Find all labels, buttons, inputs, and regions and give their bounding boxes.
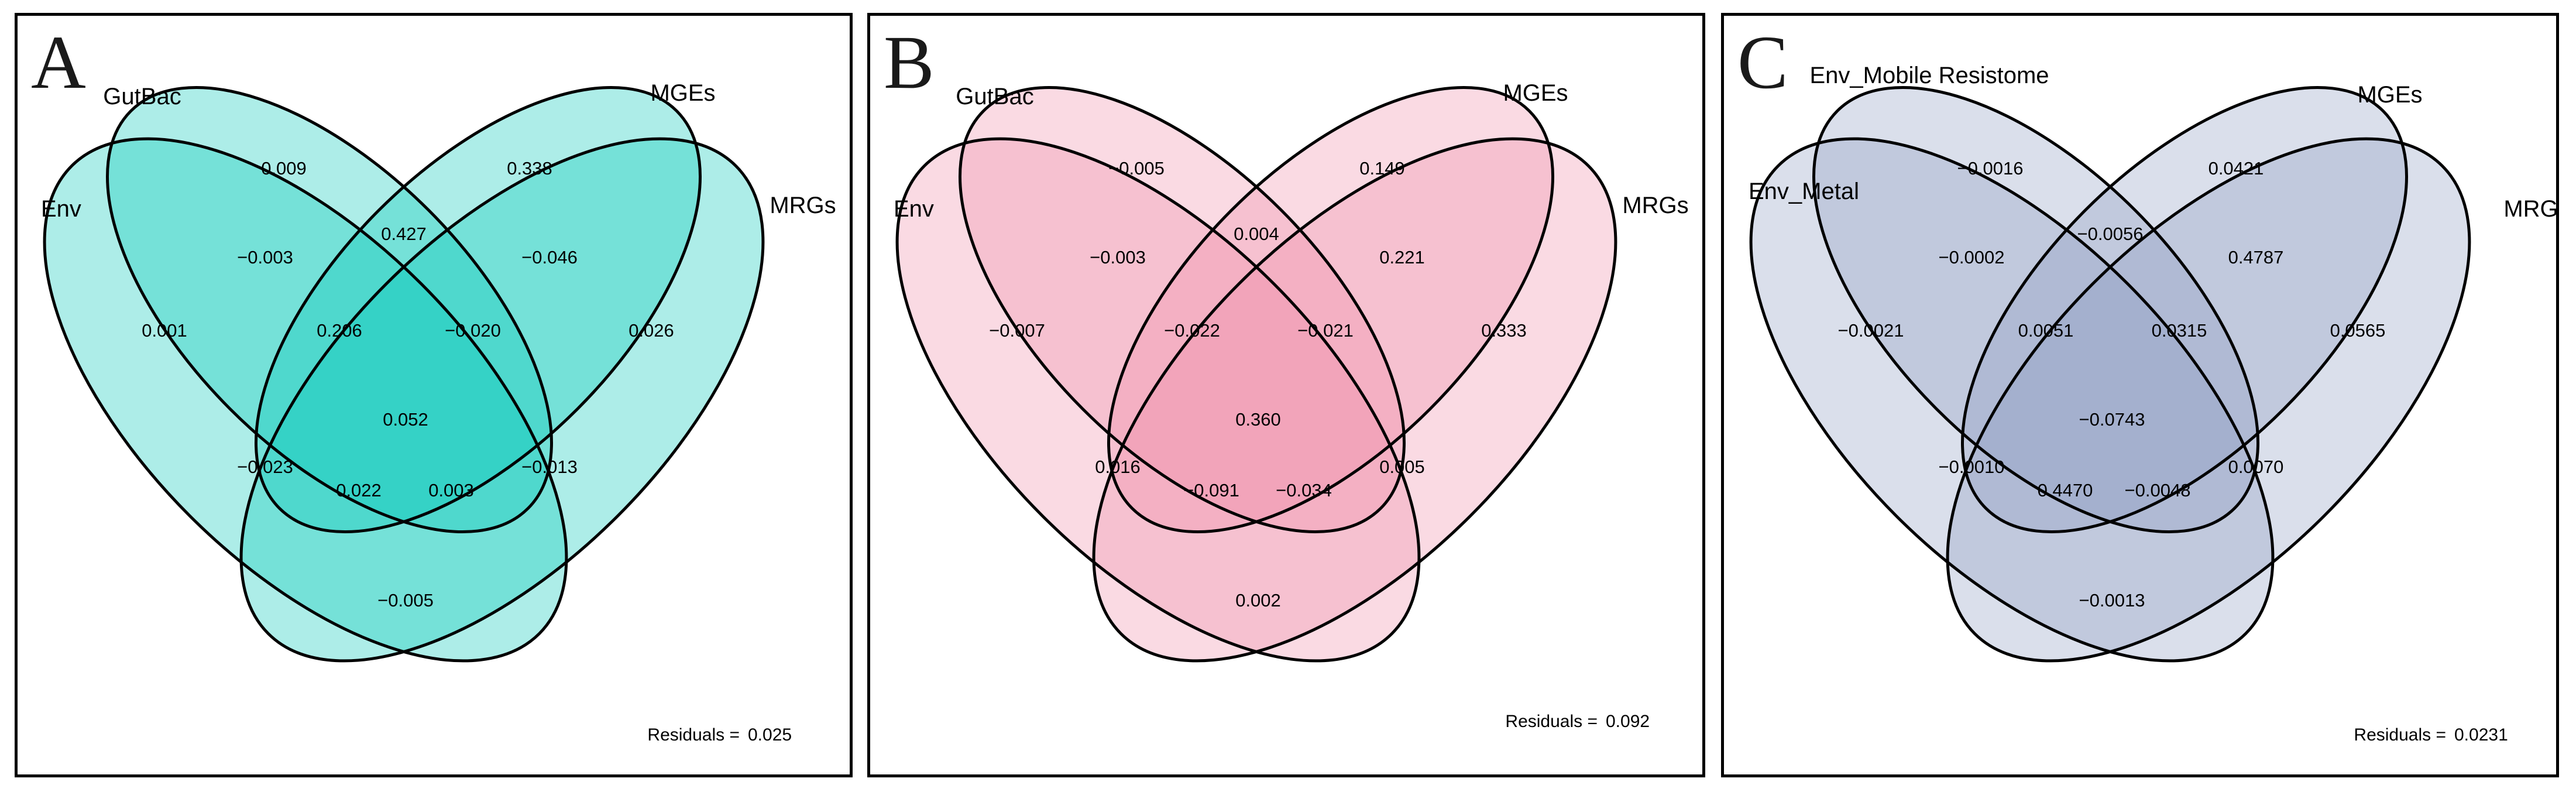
region-value-gut-mge: 0.004 (1234, 224, 1279, 244)
set-outline-gut (959, 86, 1406, 533)
set-label: MRGs (1622, 193, 1688, 218)
region-value-all: −0.0743 (2079, 409, 2145, 430)
region-value-env-gut-mrg: −0.0048 (2125, 480, 2191, 500)
region-value-mge-only: 0.0421 (2209, 158, 2264, 179)
set-label: Env (894, 196, 934, 222)
region-value-env-gut: −0.003 (237, 247, 293, 268)
set-ellipse-gut (960, 87, 1404, 532)
region-value-env-mge: −0.023 (237, 457, 293, 477)
region-value-env-gut: −0.0002 (1939, 247, 2005, 268)
set-label: Env (41, 196, 81, 222)
set-ellipse-mge (1108, 87, 1553, 532)
set-outline-mrg (1946, 137, 2471, 663)
region-value-env-gut-mge: 0.206 (317, 320, 362, 341)
set-ellipse-mge (1962, 87, 2407, 532)
set-outline-gut (106, 86, 553, 533)
set-outline-mrg (239, 137, 765, 663)
region-value-gut-mrg: −0.013 (521, 457, 578, 477)
region-value-gut-mge-mrg: −0.021 (1297, 320, 1354, 341)
set-label: MRGs (770, 193, 836, 218)
set-label: GutBac (103, 84, 181, 109)
venn-panel-c: C Env_Metal Env_Mobile ResistomeMGEsMRGs −0… (1721, 13, 2559, 777)
region-value-mrg-only: 0.333 (1481, 320, 1527, 341)
region-value-gut-mge-mrg: −0.020 (445, 320, 501, 341)
set-outline-mge (255, 86, 702, 533)
set-outline-gut (1812, 86, 2259, 533)
region-value-env-gut-mrg: −0.034 (1276, 480, 1332, 500)
region-value-gut-mrg: 0.005 (1379, 457, 1425, 477)
region-value-mrg-only: 0.026 (628, 320, 674, 341)
region-value-mge-mrg: 0.4787 (2228, 247, 2284, 268)
region-value-mge-only: 0.149 (1359, 158, 1405, 179)
residuals-value: 0.092 (1606, 712, 1650, 731)
set-ellipse-gut (1813, 87, 2258, 532)
region-value-all: 0.052 (383, 409, 428, 430)
set-label: MRGs (2503, 196, 2559, 222)
region-value-env-gut-mge: −0.022 (1164, 320, 1220, 341)
region-value-env-gut-mge: 0.0051 (2018, 320, 2074, 341)
residuals-value: 0.0231 (2454, 725, 2508, 745)
residuals-label: Residuals = (647, 725, 740, 745)
residuals-label: Residuals = (2354, 725, 2446, 745)
region-value-all: 0.360 (1235, 409, 1281, 430)
panel-letter: C (1737, 20, 1788, 105)
region-value-mge-mrg: 0.221 (1379, 247, 1425, 268)
region-value-env-mrg: −0.0013 (2079, 590, 2145, 611)
venn-diagram: C Env_Metal Env_Mobile ResistomeMGEsMRGs −0… (1721, 13, 2559, 777)
set-outline-env (895, 137, 1421, 663)
region-value-mge-only: 0.338 (507, 158, 552, 179)
region-value-gut-only: 0.009 (261, 158, 307, 179)
region-value-env-only: −0.007 (989, 320, 1045, 341)
set-label: MGEs (2357, 82, 2422, 108)
set-label: Env_Mobile Resistome (1809, 63, 2049, 88)
residuals-value: 0.025 (748, 725, 792, 745)
residuals-label: Residuals = (1505, 712, 1598, 731)
region-value-gut-mge: 0.427 (381, 224, 427, 244)
region-value-mrg-only: 0.0565 (2330, 320, 2386, 341)
set-label: GutBac (956, 84, 1033, 109)
panel-letter: A (31, 20, 86, 105)
set-label: MGEs (1503, 80, 1568, 106)
region-value-gut-mge-mrg: 0.0315 (2152, 320, 2207, 341)
region-value-gut-mrg: 0.0070 (2228, 457, 2284, 477)
set-outline-env (1749, 137, 2275, 663)
region-value-mge-mrg: −0.046 (521, 247, 578, 268)
set-label: Env_Metal (1749, 179, 1859, 204)
set-outline-mge (1961, 86, 2408, 533)
region-value-env-mge: 0.016 (1095, 457, 1141, 477)
region-value-env-mge: −0.0010 (1939, 457, 2005, 477)
region-value-env-only: 0.001 (142, 320, 187, 341)
region-value-env-gut: −0.003 (1090, 247, 1146, 268)
region-value-gut-only: −0.0016 (1957, 158, 2024, 179)
set-outline-env (43, 137, 568, 663)
set-outline-mge (1107, 86, 1554, 533)
set-label: MGEs (650, 80, 715, 106)
region-value-gut-only: −0.005 (1108, 158, 1165, 179)
set-ellipse-gut (107, 87, 552, 532)
region-value-env-only: −0.0021 (1838, 320, 1904, 341)
set-ellipse-mge (256, 87, 700, 532)
region-value-env-mrg: 0.002 (1235, 590, 1281, 611)
region-value-gut-mge: −0.0056 (2077, 224, 2144, 244)
region-value-env-mge-mrg: 0.4470 (2038, 480, 2093, 500)
region-value-env-gut-mrg: 0.003 (428, 480, 474, 500)
region-value-env-mge-mrg: −0.091 (1183, 480, 1239, 500)
region-value-env-mge-mrg: 0.022 (336, 480, 382, 500)
set-outline-mrg (1092, 137, 1617, 663)
region-value-env-mrg: −0.005 (377, 590, 434, 611)
panel-letter: B (884, 20, 935, 105)
